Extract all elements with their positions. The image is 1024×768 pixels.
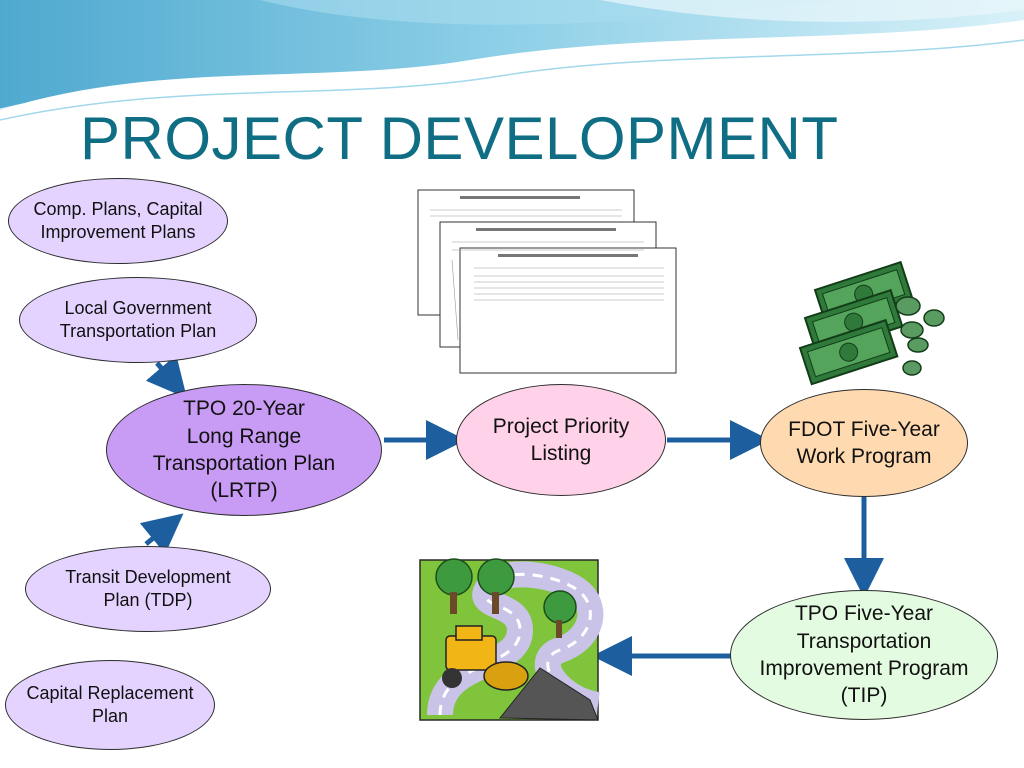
node-lrtp: TPO 20-Year Long Range Transportation Pl… (106, 384, 382, 516)
money-stack-clipart (798, 260, 945, 386)
document-stack-clipart (417, 189, 677, 374)
flow-arrows (139, 354, 884, 676)
road-paver-clipart (419, 558, 604, 721)
arrow-local-to-lrtp (145, 354, 187, 399)
node-transit-development-plan: Transit Development Plan (TDP) (25, 546, 271, 632)
arrow-transit-to-lrtp (139, 513, 184, 555)
node-project-priority-listing: Project Priority Listing (456, 384, 666, 496)
slide-title: PROJECT DEVELOPMENT (80, 105, 839, 172)
node-capital-replacement-plan: Capital Replacement Plan (5, 660, 215, 750)
node-comp-plans: Comp. Plans, Capital Improvement Plans (8, 178, 228, 264)
node-tip: TPO Five-Year Transportation Improvement… (730, 590, 998, 720)
header-wave (0, 0, 1024, 121)
node-fdot-work-program: FDOT Five-Year Work Program (760, 389, 968, 497)
node-local-government-plan: Local Government Transportation Plan (19, 277, 257, 363)
